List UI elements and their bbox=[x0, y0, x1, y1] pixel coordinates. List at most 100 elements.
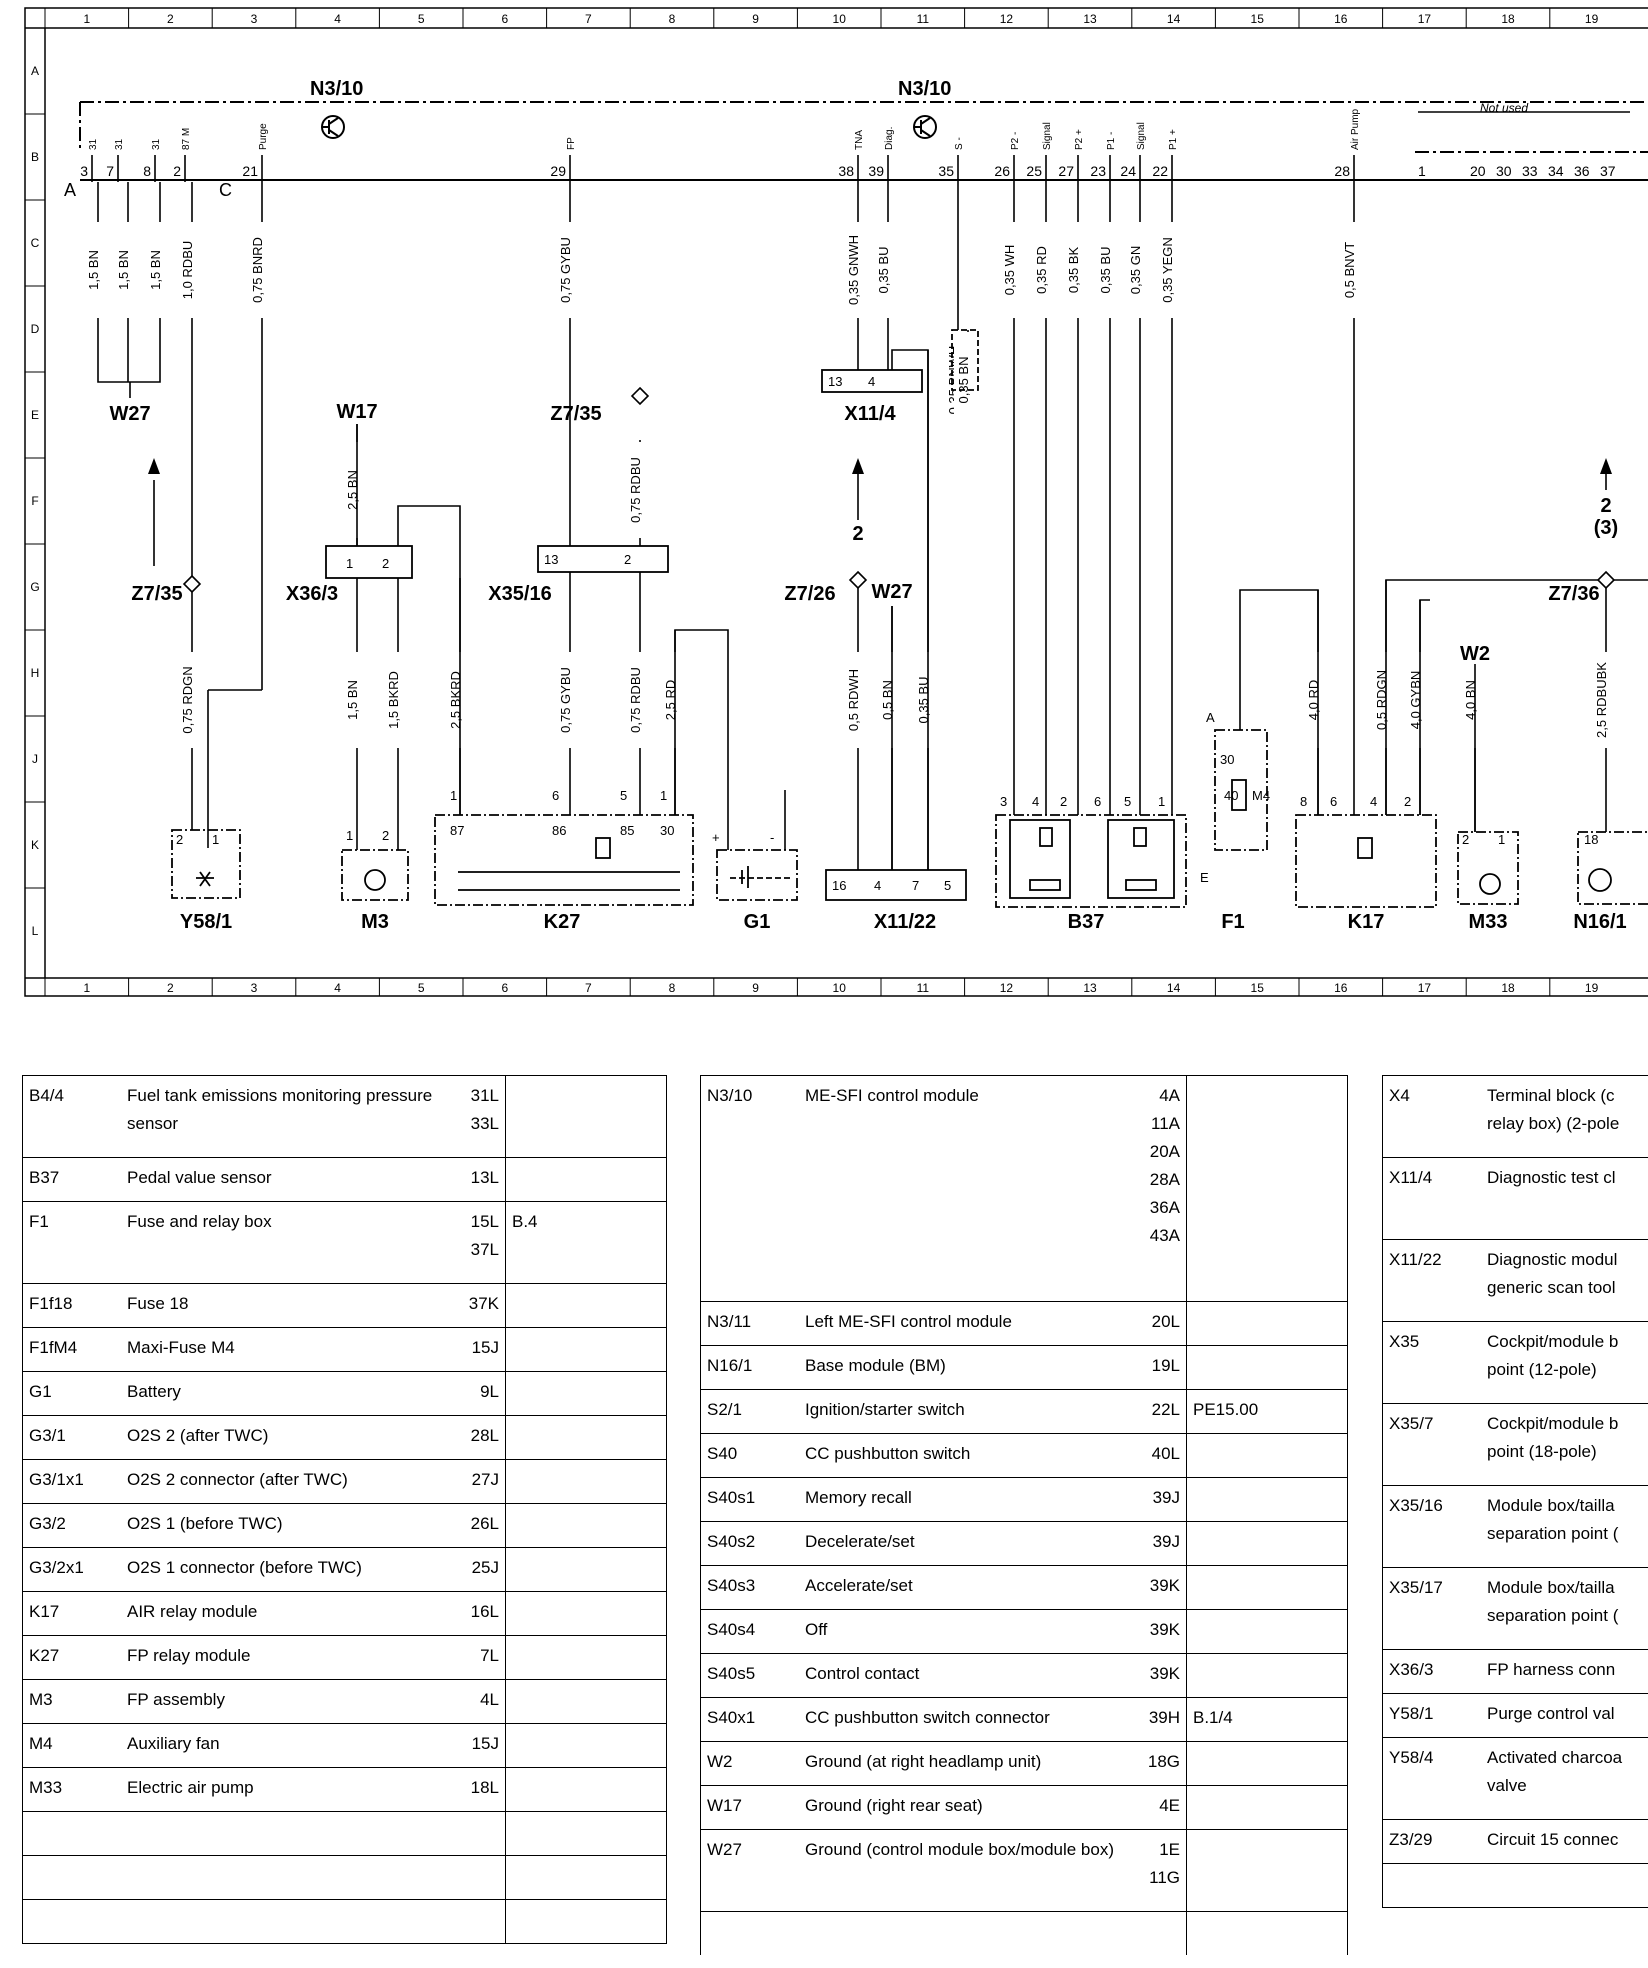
reference-loc: 15J bbox=[453, 1327, 506, 1372]
pin-signal-label: P1 + bbox=[1168, 129, 1179, 150]
unused-pin-number: 33 bbox=[1522, 163, 1538, 179]
wire-label: 0,5 RDWH bbox=[846, 669, 861, 731]
pin-signal-label: Air Pump bbox=[1350, 108, 1361, 150]
pin-label: 5 bbox=[944, 878, 951, 893]
pin-signal-label: Signal bbox=[1042, 122, 1053, 150]
pin-number: 23 bbox=[1090, 163, 1106, 179]
reference-desc-line: Module box/tailla bbox=[1487, 1496, 1615, 1515]
reference-code: F1fM4 bbox=[22, 1327, 121, 1372]
reference-desc-line: point (12-pole) bbox=[1487, 1360, 1597, 1379]
reference-desc: ME-SFI control module bbox=[799, 1075, 1134, 1302]
reference-desc: Control contact bbox=[799, 1653, 1134, 1698]
grid-col-label: 15 bbox=[1251, 981, 1265, 995]
pin-label: 1 bbox=[346, 556, 353, 571]
grid-col-label: 7 bbox=[585, 12, 592, 26]
wire-label: 0,75 GYBU bbox=[558, 667, 573, 733]
pin-label: 2 bbox=[1060, 794, 1067, 809]
wire-label: 1,5 BKRD bbox=[386, 671, 401, 729]
reference-loc bbox=[453, 1899, 506, 1944]
reference-desc-line: Diagnostic test cl bbox=[1487, 1168, 1616, 1187]
grid-col-label: 6 bbox=[501, 12, 508, 26]
unused-pin-number: 37 bbox=[1600, 163, 1616, 179]
reference-loc: 1E 11G bbox=[1134, 1829, 1187, 1912]
label-f1: F1 bbox=[1221, 911, 1244, 933]
reference-row bbox=[22, 1855, 667, 1900]
pin-label: 86 bbox=[552, 823, 566, 838]
reference-loc: 37K bbox=[453, 1283, 506, 1328]
pin-label: 5 bbox=[620, 788, 627, 803]
reference-desc: Left ME-SFI control module bbox=[799, 1301, 1134, 1346]
pin-signal-label: Diag. bbox=[884, 127, 895, 150]
grid-col-label: 14 bbox=[1167, 12, 1181, 26]
reference-code: X11/22 bbox=[1382, 1239, 1481, 1322]
grid-col-label: 4 bbox=[334, 12, 341, 26]
grid-col-label: 1 bbox=[83, 12, 90, 26]
reference-desc: O2S 1 connector (before TWC) bbox=[121, 1547, 453, 1592]
pin-signal-label: P1 - bbox=[1106, 132, 1117, 150]
m33-motor-icon bbox=[1479, 873, 1501, 895]
wire-label-bg bbox=[1000, 222, 1018, 318]
grid-col-label: 4 bbox=[334, 981, 341, 995]
b37-resistor-1 bbox=[1029, 879, 1061, 891]
grid-col-label: 2 bbox=[167, 981, 174, 995]
grid-row-label: L bbox=[32, 924, 39, 938]
reference-code: S40s5 bbox=[700, 1653, 799, 1698]
reference-xref bbox=[505, 1811, 667, 1856]
pin-label: A bbox=[1206, 710, 1215, 725]
grid-col-label: 15 bbox=[1251, 12, 1265, 26]
pin-signal-label: Purge bbox=[258, 123, 269, 150]
grid-col-label: 16 bbox=[1334, 12, 1348, 26]
reference-desc: AIR relay module bbox=[121, 1591, 453, 1636]
reference-desc: Fuse and relay box bbox=[121, 1201, 453, 1284]
splice-junction-icon bbox=[182, 574, 202, 594]
reference-xref bbox=[505, 1371, 667, 1416]
reference-desc: O2S 1 (before TWC) bbox=[121, 1503, 453, 1548]
m3-motor-icon bbox=[364, 869, 386, 891]
wire-label-bg bbox=[146, 222, 164, 318]
grid-row-label: E bbox=[31, 408, 39, 422]
wire-label-bg bbox=[114, 222, 132, 318]
pin-number: 27 bbox=[1058, 163, 1074, 179]
reference-code: Y58/4 bbox=[1382, 1737, 1481, 1820]
reference-desc-line: FP harness conn bbox=[1487, 1660, 1616, 1679]
connector-letter-c: C bbox=[219, 180, 232, 200]
reference-loc: 39K bbox=[1134, 1609, 1187, 1654]
reference-code bbox=[22, 1899, 121, 1944]
reference-xref: B.1/4 bbox=[1186, 1697, 1348, 1742]
reference-code: S40s1 bbox=[700, 1477, 799, 1522]
pin-label: M4 bbox=[1252, 788, 1270, 803]
wire-label: 0,75 RDBU bbox=[628, 457, 643, 523]
pin-signal-label: Signal bbox=[1136, 122, 1147, 150]
reference-loc: 9L bbox=[453, 1371, 506, 1416]
unused-pin-number: 20 bbox=[1470, 163, 1486, 179]
wire-label: 0,75 BNRD bbox=[250, 237, 265, 303]
reference-loc: 39K bbox=[1134, 1565, 1187, 1610]
wire-label: 0,35 BK bbox=[1066, 247, 1081, 294]
reference-code bbox=[22, 1855, 121, 1900]
label-z7-36: Z7/36 bbox=[1548, 583, 1599, 605]
component-k27-box bbox=[434, 814, 694, 906]
reference-code: W2 bbox=[700, 1741, 799, 1786]
reference-loc: 18L bbox=[453, 1767, 506, 1812]
wire-label-bg bbox=[1158, 222, 1176, 318]
grid-col-label: 3 bbox=[251, 12, 258, 26]
